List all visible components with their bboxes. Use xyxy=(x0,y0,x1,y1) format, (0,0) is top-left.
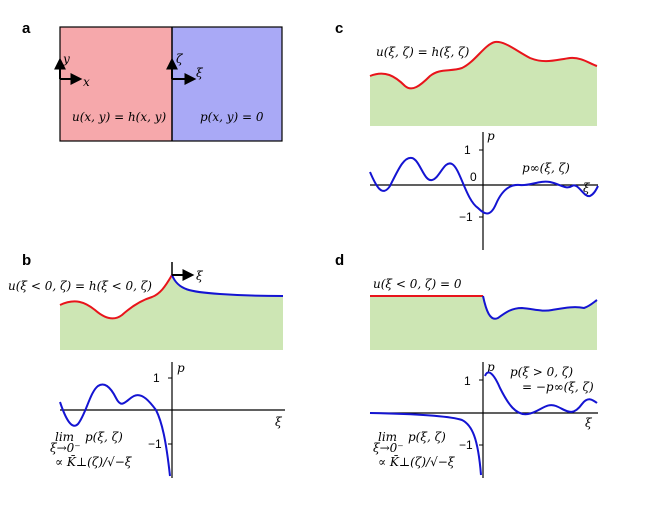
axis-label-p: p xyxy=(487,129,495,143)
tick-label-1: 1 xyxy=(464,374,471,388)
axis-label-xi-top: ξ xyxy=(196,269,204,283)
limit-operator: lim xyxy=(378,430,397,444)
tick-label-1: 1 xyxy=(153,371,160,385)
limit-expression: p(ξ, ζ) xyxy=(408,430,446,444)
pressure-curve-right xyxy=(484,371,598,416)
blue-surface-curve xyxy=(171,274,284,297)
curve-label-line1: p(ξ > 0, ζ) xyxy=(510,365,573,379)
curve-label: p∞(ξ, ζ) xyxy=(522,161,570,175)
panel-d: d u(ξ < 0, ζ) = 0 1 −1 p ξ p(ξ > 0, ζ) =… xyxy=(335,252,598,478)
proportionality-expression: ∝ K̄⊥(ζ)/√−ξ xyxy=(378,454,456,469)
surface-fill-right xyxy=(483,296,597,350)
red-boundary-curve xyxy=(369,40,598,90)
axis-label-zeta: ζ xyxy=(176,52,184,66)
panel-c: c u(ξ, ζ) = h(ξ, ζ) 1 0 −1 p ξ p∞(ξ, ζ) xyxy=(335,20,599,250)
tick-label-neg1: −1 xyxy=(148,437,162,451)
pressure-curve xyxy=(59,383,171,477)
limit-subscript: ξ→0⁻ xyxy=(373,441,404,455)
blue-surface-curve xyxy=(482,295,598,320)
pressure-curve-left xyxy=(369,412,482,476)
proportionality-expression: ∝ K̄⊥(ζ)/√−ξ xyxy=(55,454,133,469)
left-region-equation: u(x, y) = h(x, y) xyxy=(72,110,167,124)
surface-fill xyxy=(370,41,597,126)
panel-label-d: d xyxy=(335,252,344,269)
axis-label-y: y xyxy=(62,52,70,66)
right-region-equation: p(x, y) = 0 xyxy=(200,110,264,124)
pressure-curve xyxy=(369,156,599,215)
axis-label-xi: ξ xyxy=(275,415,283,429)
panel-label-b: b xyxy=(22,252,31,269)
red-boundary-curve xyxy=(59,274,173,320)
boundary-equation: u(ξ < 0, ζ) = h(ξ < 0, ζ) xyxy=(8,279,152,293)
axis-label-p: p xyxy=(487,360,495,374)
boundary-equation: u(ξ, ζ) = h(ξ, ζ) xyxy=(376,45,470,59)
tick-label-neg1: −1 xyxy=(459,210,473,224)
panel-label-a: a xyxy=(22,20,31,37)
domain-border xyxy=(59,26,283,142)
surface-fill-left xyxy=(370,296,483,350)
axis-label-xi: ξ xyxy=(196,66,204,80)
tick-label-0: 0 xyxy=(470,170,477,184)
panel-a: a y x ζ ξ u(x, y) = h(x, y) p(x, y) = 0 xyxy=(22,20,283,142)
limit-expression: p(ξ, ζ) xyxy=(85,430,123,444)
panel-label-c: c xyxy=(335,20,343,37)
axis-label-xi: ξ xyxy=(583,181,591,195)
limit-subscript: ξ→0⁻ xyxy=(50,441,81,455)
axis-label-xi: ξ xyxy=(585,416,593,430)
curve-label-line2: = −p∞(ξ, ζ) xyxy=(522,380,594,394)
boundary-equation: u(ξ < 0, ζ) = 0 xyxy=(373,277,462,291)
axis-label-x: x xyxy=(83,75,90,89)
surface-fill-right xyxy=(172,275,283,350)
tick-label-neg1: −1 xyxy=(459,438,473,452)
tick-label-1: 1 xyxy=(464,143,471,157)
limit-operator: lim xyxy=(55,430,74,444)
axis-label-p: p xyxy=(177,361,185,375)
panel-b: b ξ u(ξ < 0, ζ) = h(ξ < 0, ζ) 1 −1 p ξ l… xyxy=(8,252,285,478)
surface-fill-left xyxy=(60,275,172,350)
